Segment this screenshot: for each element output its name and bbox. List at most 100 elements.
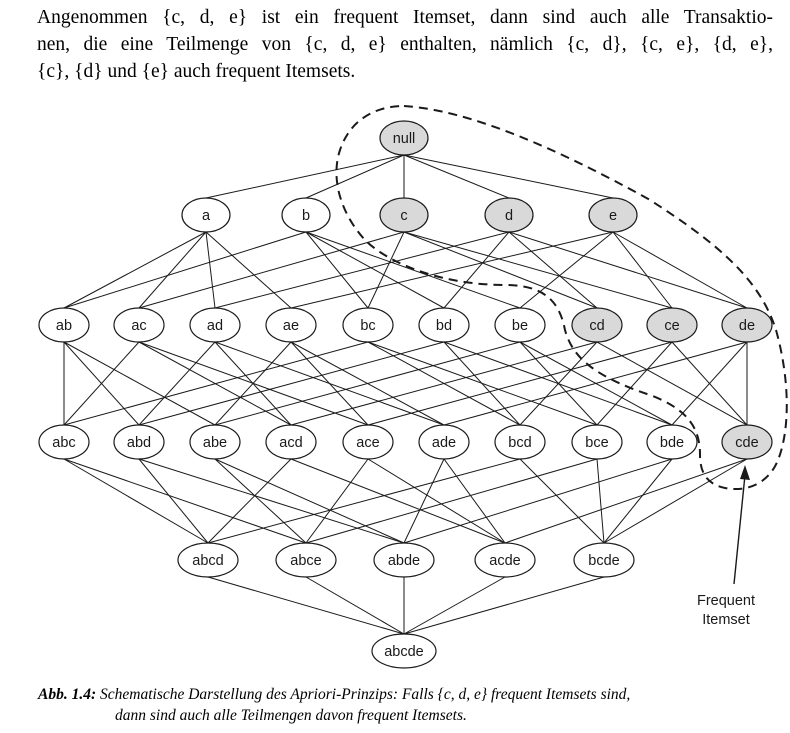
node-ade: ade bbox=[418, 424, 470, 460]
node-bce: bce bbox=[571, 424, 623, 460]
node-cde: cde bbox=[721, 424, 773, 460]
node-ellipse-bde bbox=[646, 424, 698, 460]
node-null: null bbox=[379, 120, 429, 156]
node-label-a: a bbox=[202, 208, 211, 224]
node-label-abe: abe bbox=[203, 435, 227, 451]
edge-bce-abce bbox=[305, 458, 598, 544]
node-label-abd: abd bbox=[127, 435, 151, 451]
node-ad: ad bbox=[189, 307, 241, 343]
node-ellipse-cd bbox=[571, 307, 623, 343]
edge-null-a bbox=[205, 154, 405, 199]
node-label-acd: acd bbox=[279, 435, 302, 451]
node-ellipse-abcd bbox=[177, 542, 239, 578]
node-ellipse-bcd bbox=[494, 424, 546, 460]
node-label-bde: bde bbox=[660, 435, 684, 451]
node-label-bcde: bcde bbox=[588, 553, 619, 569]
edge-ade-acde bbox=[443, 458, 506, 544]
node-ellipse-ac bbox=[113, 307, 165, 343]
edge-be-bde bbox=[519, 341, 673, 426]
edge-ce-bce bbox=[596, 341, 673, 426]
node-abc: abc bbox=[38, 424, 90, 460]
edge-bcd-bcde bbox=[519, 458, 605, 544]
frequent-itemset-arrow bbox=[733, 465, 750, 585]
figure-caption: Abb. 1.4: Schematische Darstellung des A… bbox=[38, 684, 778, 726]
edge-c-ce bbox=[403, 231, 673, 309]
frequent-boundary bbox=[335, 104, 788, 490]
edge-a-ad bbox=[205, 231, 216, 309]
node-label-abcd: abcd bbox=[192, 553, 223, 569]
node-ellipse-de bbox=[721, 307, 773, 343]
node-ellipse-abc bbox=[38, 424, 90, 460]
node-bcd: bcd bbox=[494, 424, 546, 460]
edge-bd-bde bbox=[443, 341, 673, 426]
edge-abcd-abcde bbox=[207, 576, 405, 635]
node-e: e bbox=[588, 197, 638, 233]
node-ellipse-a bbox=[181, 197, 231, 233]
edge-d-cd bbox=[508, 231, 598, 309]
node-label-bce: bce bbox=[585, 435, 608, 451]
node-ellipse-bce bbox=[571, 424, 623, 460]
edge-c-bc bbox=[367, 231, 405, 309]
edge-c-ac bbox=[138, 231, 405, 309]
node-acd: acd bbox=[265, 424, 317, 460]
edge-d-de bbox=[508, 231, 748, 309]
node-ellipse-null bbox=[379, 120, 429, 156]
node-c: c bbox=[379, 197, 429, 233]
node-label-d: d bbox=[505, 208, 513, 224]
node-label-acde: acde bbox=[489, 553, 520, 569]
node-label-abce: abce bbox=[290, 553, 321, 569]
node-label-ae: ae bbox=[283, 318, 299, 334]
edge-bc-bcd bbox=[367, 341, 521, 426]
node-label-abcde: abcde bbox=[384, 644, 424, 660]
edge-ad-abd bbox=[138, 341, 216, 426]
edge-e-ae bbox=[290, 231, 614, 309]
node-label-abde: abde bbox=[388, 553, 420, 569]
intro-paragraph: Angenommen {c, d, e} ist ein frequent It… bbox=[37, 4, 773, 85]
edge-d-ad bbox=[214, 231, 510, 309]
edge-ade-abde bbox=[403, 458, 445, 544]
node-ellipse-ade bbox=[418, 424, 470, 460]
edge-b-bc bbox=[305, 231, 369, 309]
node-ellipse-bcde bbox=[573, 542, 635, 578]
node-ellipse-ae bbox=[265, 307, 317, 343]
lattice-edges bbox=[63, 154, 748, 635]
annotation-itemset-label: Itemset bbox=[702, 612, 750, 628]
node-ellipse-bc bbox=[342, 307, 394, 343]
edge-null-d bbox=[403, 154, 510, 199]
node-ellipse-d bbox=[484, 197, 534, 233]
edge-abd-abcd bbox=[138, 458, 209, 544]
edge-bc-bce bbox=[367, 341, 598, 426]
edge-a-ac bbox=[138, 231, 207, 309]
edge-a-ae bbox=[205, 231, 292, 309]
node-label-be: be bbox=[512, 318, 528, 334]
node-ellipse-bd bbox=[418, 307, 470, 343]
node-abcde: abcde bbox=[371, 633, 437, 669]
edge-bcde-abcde bbox=[403, 576, 605, 635]
edge-e-ce bbox=[612, 231, 673, 309]
node-ellipse-abcde bbox=[371, 633, 437, 669]
edge-ab-abd bbox=[63, 341, 140, 426]
node-abde: abde bbox=[373, 542, 435, 578]
edge-c-cd bbox=[403, 231, 598, 309]
edge-abd-abde bbox=[138, 458, 405, 544]
node-a: a bbox=[181, 197, 231, 233]
node-ace: ace bbox=[342, 424, 394, 460]
node-ellipse-e bbox=[588, 197, 638, 233]
node-ab: ab bbox=[38, 307, 90, 343]
node-abe: abe bbox=[189, 424, 241, 460]
node-label-ade: ade bbox=[432, 435, 456, 451]
node-ellipse-cde bbox=[721, 424, 773, 460]
node-be: be bbox=[494, 307, 546, 343]
edge-cd-cde bbox=[596, 341, 748, 426]
node-cd: cd bbox=[571, 307, 623, 343]
node-abd: abd bbox=[113, 424, 165, 460]
node-de: de bbox=[721, 307, 773, 343]
node-ellipse-abe bbox=[189, 424, 241, 460]
edge-b-be bbox=[305, 231, 521, 309]
node-ellipse-be bbox=[494, 307, 546, 343]
node-b: b bbox=[281, 197, 331, 233]
edge-b-bd bbox=[305, 231, 445, 309]
node-label-c: c bbox=[400, 208, 407, 224]
